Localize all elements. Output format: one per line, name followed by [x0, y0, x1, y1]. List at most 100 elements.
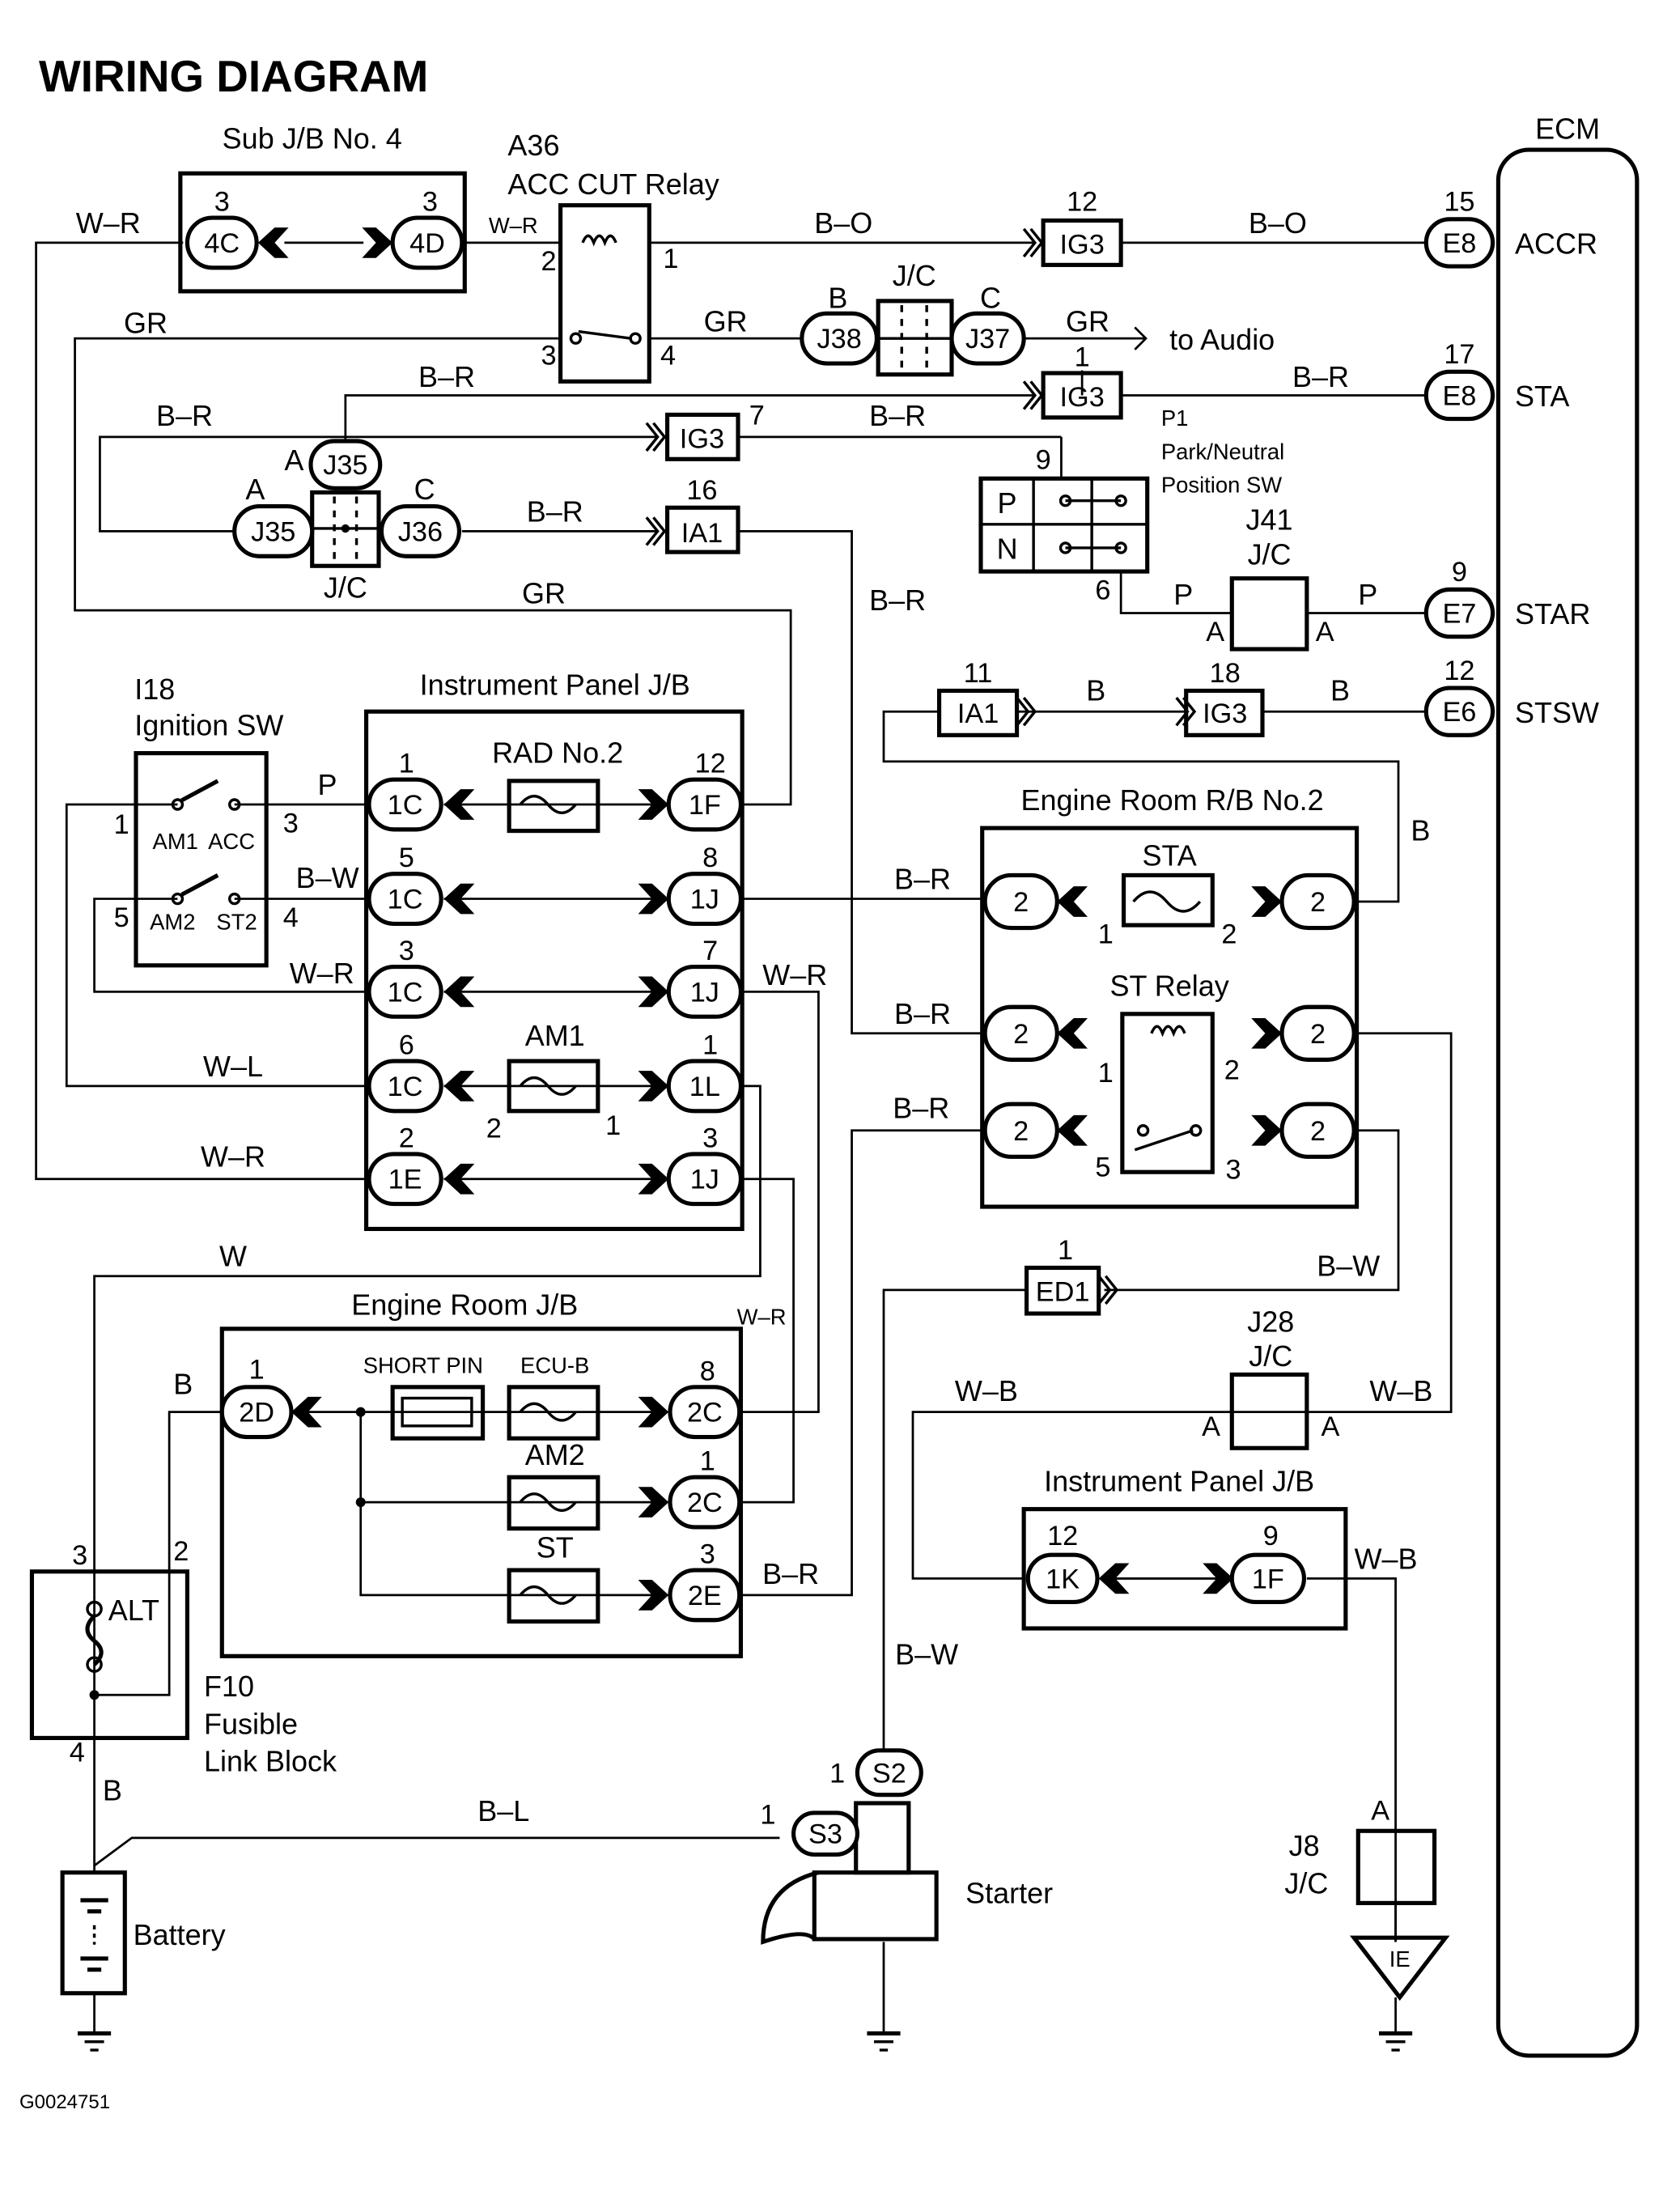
label: 3 — [541, 341, 557, 371]
terminal-arrow-icon — [291, 1396, 322, 1428]
wire-color-label: B–W — [296, 861, 359, 894]
wire-color-label: B–W — [1317, 1250, 1380, 1283]
engine-room-jb-box — [219, 1326, 743, 1658]
label: 8 — [700, 1356, 715, 1386]
label: 6 — [1095, 575, 1110, 605]
rb2-connector: 2 — [982, 872, 1059, 931]
connector-label: 1E — [388, 1165, 422, 1195]
wire-color-label: P — [1173, 578, 1193, 611]
label: 15 — [1444, 187, 1474, 218]
label: 3 — [399, 936, 414, 966]
label: A — [284, 444, 303, 477]
ecm-title: ECM — [1535, 112, 1600, 145]
connector-label: 2 — [1310, 1116, 1326, 1147]
wire-color-label: B–R — [869, 399, 926, 432]
rb2-connector: 2 — [982, 1101, 1059, 1159]
label: J/C — [1284, 1866, 1328, 1899]
connector-label: 4C — [204, 228, 240, 259]
er-jb-connector: 2C — [668, 1475, 742, 1530]
connector-j38: J38 — [800, 311, 879, 366]
fusible-link-icon — [85, 1614, 104, 1666]
label: B — [828, 281, 847, 314]
connector-label: 2 — [1013, 887, 1029, 918]
label: 9 — [1263, 1521, 1279, 1551]
ip-jb-connector: 1C — [367, 777, 443, 832]
label: 1 — [1058, 1235, 1073, 1266]
label: 5 — [399, 843, 414, 873]
battery-label: Battery — [134, 1918, 226, 1951]
ecm-signal-label: STSW — [1515, 696, 1599, 729]
wire-color-label: W–R — [201, 1140, 265, 1173]
connector-arrows — [257, 227, 1282, 1611]
connector-label: 2E — [688, 1581, 722, 1611]
wire-color-label: GR — [522, 577, 566, 610]
battery-box — [60, 1870, 127, 1996]
label: A — [1371, 1796, 1389, 1827]
j28-code: J28 — [1247, 1305, 1294, 1338]
wire-color-label: W–B — [1355, 1542, 1418, 1575]
label: 2 — [1224, 1055, 1240, 1085]
label: 6 — [399, 1030, 414, 1061]
terminal-arrow-icon — [1251, 1017, 1282, 1049]
ip-jb-title: Instrument Panel J/B — [420, 669, 690, 702]
starter-body — [812, 1870, 939, 1942]
connector-label: E7 — [1442, 599, 1476, 630]
pn-code: P1 — [1161, 405, 1189, 431]
connector-ig3: IG3 — [1203, 698, 1247, 729]
j8-code: J8 — [1289, 1829, 1320, 1862]
fuse-label: ECU-B — [520, 1353, 589, 1378]
label: 1 — [605, 1110, 621, 1141]
ip-jb-connector: 1J — [666, 964, 743, 1019]
starter-pinion-icon — [761, 1870, 820, 1945]
label: 1 — [114, 809, 129, 840]
connector-label: E6 — [1442, 697, 1476, 728]
label: AM2 — [150, 909, 195, 934]
relay-switch-icon — [578, 329, 632, 340]
rb2-connector: 2 — [1279, 1101, 1356, 1159]
connector-label: 2 — [1013, 1116, 1029, 1147]
label: 3 — [422, 187, 438, 218]
ground-icon — [867, 2031, 901, 2052]
label: J/C — [1249, 1339, 1292, 1373]
connector-label: 1F — [1252, 1564, 1284, 1594]
connector-label: 2D — [239, 1398, 274, 1428]
connector-ia1: IA1 — [957, 698, 999, 729]
wire-color-label: B — [1330, 673, 1350, 707]
wire-color-label: B–R — [869, 584, 926, 617]
connector-2d: 2D — [219, 1385, 294, 1440]
terminal-arrow-icon — [638, 1580, 669, 1611]
terminal-arrow-icon — [638, 1163, 669, 1195]
ecm-connector: E6 — [1423, 686, 1495, 737]
connector-label: 4D — [409, 228, 445, 259]
label: 4 — [283, 902, 299, 933]
terminal-arrow-icon — [443, 1071, 475, 1101]
er-jb-connector: 2E — [668, 1568, 742, 1623]
connector-label: 1L — [689, 1072, 720, 1102]
ground-icon — [78, 2031, 112, 2052]
inline-connector-icon — [645, 422, 667, 452]
connector-label: 1J — [690, 1165, 719, 1195]
ip-jb-connector: 1C — [367, 872, 443, 926]
connector-j36: J36 — [379, 503, 461, 558]
ecm-connector: E8 — [1423, 217, 1495, 269]
relay-name: ACC CUT Relay — [507, 168, 719, 201]
wire-color-label: B–R — [1292, 360, 1349, 393]
label: J/C — [324, 571, 367, 605]
to-audio-label: to Audio — [1169, 323, 1275, 356]
ip-jb-connector: 1E — [367, 1152, 443, 1207]
ecm-signal-label: STAR — [1515, 597, 1590, 630]
terminal-arrow-icon — [1203, 1563, 1233, 1594]
short-pin-label: SHORT PIN — [363, 1353, 483, 1378]
ground-icon — [1379, 2031, 1413, 2052]
ecm-signal-label: STA — [1515, 380, 1569, 413]
label: 3 — [283, 808, 299, 838]
connector-ig3: IG3 — [1060, 230, 1105, 261]
switch-lever-icon — [180, 779, 219, 803]
inline-connector-icon — [1097, 1275, 1119, 1305]
label: 1 — [399, 749, 414, 779]
label: 2 — [486, 1113, 502, 1144]
label: 16 — [686, 475, 717, 506]
pn-position-p: P — [998, 486, 1017, 520]
inline-connector-icon — [1022, 227, 1044, 258]
wire-color-label: B — [1411, 814, 1430, 847]
